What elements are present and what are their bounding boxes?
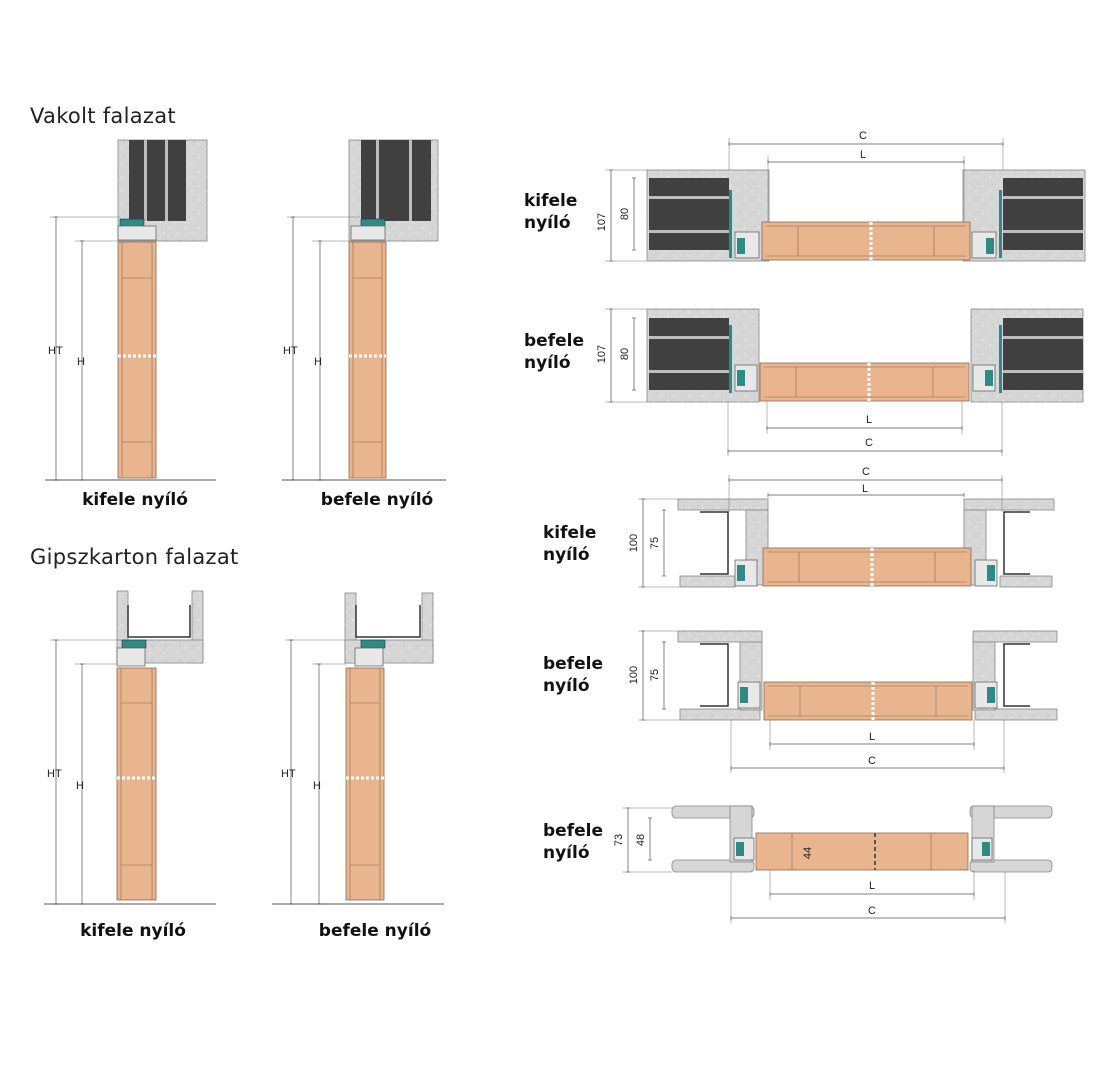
- svg-text:C: C: [865, 437, 873, 449]
- plan-4-drywall-inward: L C 100 75: [628, 630, 1058, 773]
- svg-text:100: 100: [628, 666, 640, 684]
- plaster-outward-vertical: HT H: [45, 139, 216, 481]
- plan-2-plaster-inward: L C 107 80: [596, 308, 1084, 456]
- svg-text:44: 44: [802, 847, 814, 859]
- svg-text:80: 80: [619, 348, 631, 360]
- label-ht: HT: [283, 345, 298, 357]
- plan-5-thin-inward: 44 L C 73 48: [613, 805, 1053, 923]
- plan-1-plaster-outward: C L 107 80: [596, 130, 1086, 262]
- plaster-section-title: Vakolt falazat: [30, 104, 176, 128]
- label-h: H: [77, 356, 85, 368]
- caption-plaster-outward: kifele nyíló: [82, 490, 188, 510]
- svg-text:C: C: [868, 755, 876, 767]
- label-h: H: [313, 780, 321, 792]
- svg-text:73: 73: [613, 834, 625, 846]
- svg-text:C: C: [859, 130, 867, 142]
- svg-text:L: L: [866, 414, 872, 426]
- svg-text:L: L: [860, 149, 866, 161]
- label-ht: HT: [47, 768, 62, 780]
- drywall-inward-vertical: HT H: [272, 592, 444, 905]
- plan-3-drywall-outward: C L 100 75: [628, 466, 1055, 588]
- drywall-outward-vertical: HT H: [44, 590, 216, 905]
- label-h: H: [76, 780, 84, 792]
- svg-text:75: 75: [649, 669, 661, 681]
- frame-profile: [117, 225, 157, 241]
- svg-text:48: 48: [635, 834, 647, 846]
- svg-text:L: L: [869, 880, 875, 892]
- caption-drywall-inward: befele nyíló: [318, 921, 432, 941]
- label-ht: HT: [281, 768, 296, 780]
- caption-drywall-outward: kifele nyíló: [80, 921, 186, 941]
- svg-text:L: L: [862, 483, 868, 495]
- svg-text:80: 80: [619, 208, 631, 220]
- label-ht: HT: [48, 345, 63, 357]
- drywall-section-title: Gipszkarton falazat: [30, 545, 239, 569]
- svg-text:100: 100: [628, 534, 640, 552]
- panel-insulation: [129, 140, 186, 221]
- svg-text:C: C: [868, 905, 876, 917]
- svg-text:C: C: [862, 466, 870, 478]
- door-leaf: [117, 241, 157, 479]
- svg-text:107: 107: [596, 345, 608, 363]
- caption-plaster-inward: befele nyíló: [320, 490, 434, 510]
- svg-text:107: 107: [596, 213, 608, 231]
- svg-text:75: 75: [649, 537, 661, 549]
- svg-text:L: L: [869, 731, 875, 743]
- plaster-inward-vertical: HT H: [282, 139, 446, 481]
- label-h: H: [314, 356, 322, 368]
